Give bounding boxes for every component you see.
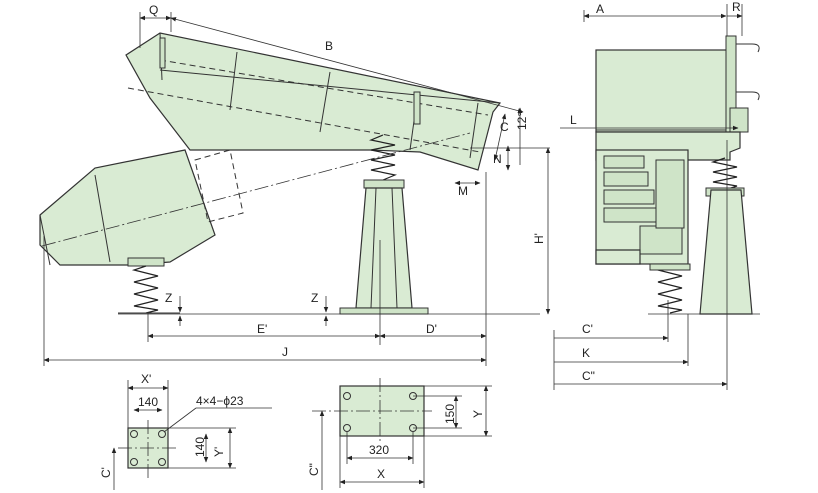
left-spring — [118, 257, 180, 314]
label-H-prime: H' — [532, 233, 546, 244]
label-C: C — [500, 120, 509, 134]
label-K: K — [582, 346, 590, 360]
label-C-prime: C' — [582, 322, 593, 336]
label-320: 320 — [369, 443, 389, 457]
label-150: 150 — [443, 404, 457, 424]
trough-body — [125, 32, 502, 171]
label-L: L — [570, 113, 577, 127]
label-angle: 12° — [515, 112, 529, 130]
spring-base-plate-plan: X' 140 4×4−ϕ23 140 Y' C' — [99, 372, 272, 490]
label-C-prime-plate: C' — [99, 467, 113, 478]
label-B: B — [325, 39, 333, 53]
label-J: J — [282, 345, 288, 359]
label-D-prime: D' — [426, 322, 437, 336]
label-C-double-prime: C" — [582, 369, 595, 383]
label-E-prime: E' — [257, 322, 267, 336]
label-Y: Y — [471, 410, 485, 418]
pedestal-base-plate-plan: 150 Y 320 X C" — [307, 378, 492, 490]
label-A: A — [596, 2, 604, 16]
label-M: M — [458, 184, 468, 198]
label-X: X — [377, 467, 385, 481]
label-140-vertical: 140 — [193, 437, 207, 457]
label-R: R — [732, 0, 741, 14]
label-Q: Q — [149, 3, 158, 17]
end-dimensions: A R L C' K C" — [553, 0, 743, 390]
label-X-prime: X' — [141, 372, 151, 386]
label-Z-right: Z — [311, 291, 318, 305]
label-N: N — [493, 152, 502, 166]
label-C-double-prime-plate: C" — [307, 463, 321, 476]
end-elevation-view — [595, 35, 760, 315]
label-Z-left: Z — [165, 291, 172, 305]
label-Y-prime: Y' — [212, 447, 226, 457]
side-elevation-view — [39, 32, 540, 315]
vibrator-housing — [39, 149, 216, 266]
label-holes: 4×4−ϕ23 — [196, 394, 244, 408]
label-140-horizontal: 140 — [138, 395, 158, 409]
support-pedestal — [339, 134, 429, 315]
side-dimensions: Q B C 12° N M H' Z Z E' — [43, 3, 551, 366]
